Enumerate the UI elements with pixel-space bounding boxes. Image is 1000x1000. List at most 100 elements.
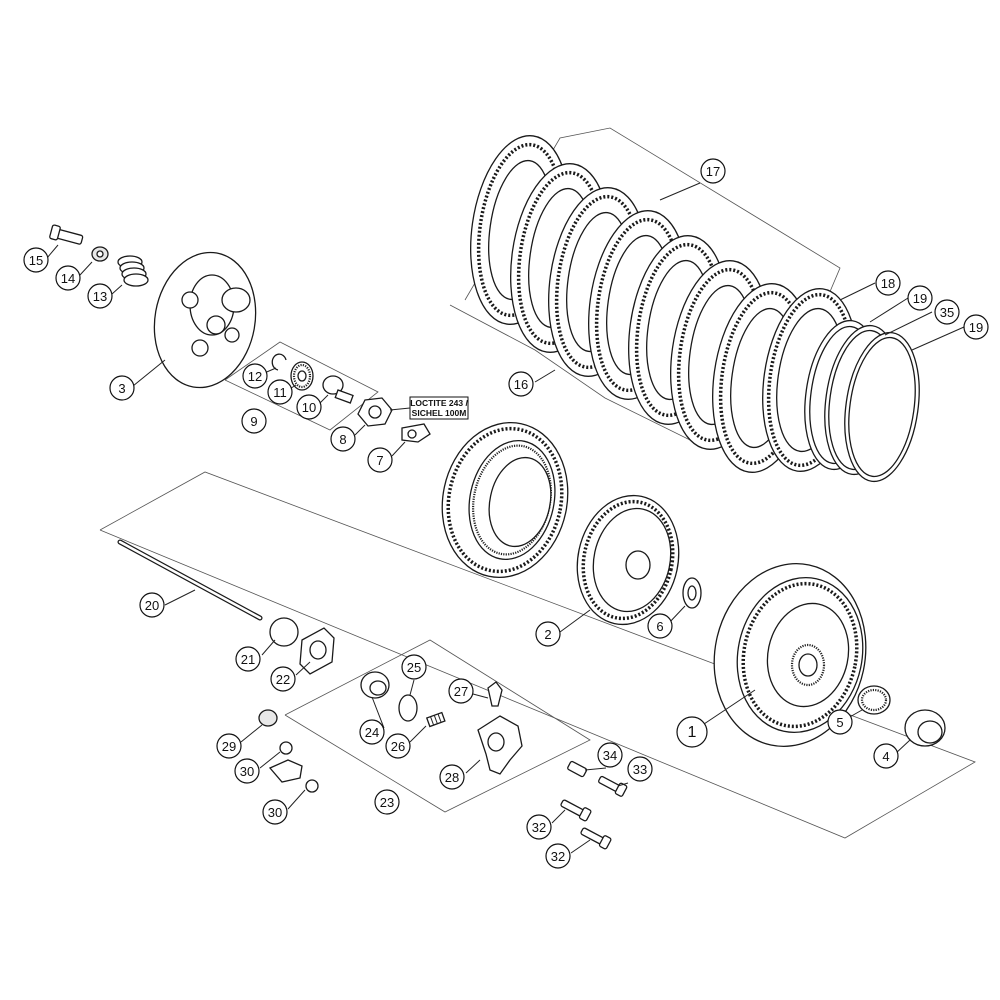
- callout-c13: 13: [87, 283, 113, 309]
- callout-circle: [367, 447, 393, 473]
- callout-c23: 23: [374, 789, 400, 815]
- callout-number: 17: [706, 164, 720, 179]
- callout-circle: [242, 363, 268, 389]
- callout-c12: 12: [242, 363, 268, 389]
- callout-circle: [139, 592, 165, 618]
- callout-c2: 2: [535, 621, 561, 647]
- callout-c4: 4: [873, 743, 899, 769]
- callout-number: 34: [603, 748, 617, 763]
- callout-number: 24: [365, 725, 379, 740]
- callout-circle: [330, 426, 356, 452]
- callout-c27: 27: [448, 678, 474, 704]
- callout-number: 27: [454, 684, 468, 699]
- callout-circle: [535, 621, 561, 647]
- release-bearing-group: [271, 353, 354, 404]
- callout-circle: [374, 789, 400, 815]
- callout-number: 28: [445, 770, 459, 785]
- callout-circle: [234, 758, 260, 784]
- callout-number: 7: [376, 453, 383, 468]
- callout-number: 29: [222, 739, 236, 754]
- callout-circle: [827, 709, 853, 735]
- clutch-basket: [713, 563, 867, 747]
- callout-circle: [385, 733, 411, 759]
- callout-circle: [23, 247, 49, 273]
- callout-number: 35: [940, 305, 954, 320]
- callout-c15: 15: [23, 247, 49, 273]
- callout-circle: [235, 646, 261, 672]
- callout-c9: 9: [241, 408, 267, 434]
- rings: [804, 319, 920, 483]
- callout-c30b: 30: [262, 799, 288, 825]
- callout-number: 5: [836, 715, 843, 730]
- thread-locker-note: LOCTITE 243 / SICHEL 100M: [389, 396, 469, 420]
- needle-bearing-and-bushing: [857, 685, 946, 747]
- callout-number: 21: [241, 652, 255, 667]
- callout-number: 16: [514, 377, 528, 392]
- callout-circle: [241, 408, 267, 434]
- push-rod: [117, 539, 263, 621]
- callout-circle: [216, 733, 242, 759]
- callout-c35: 35: [934, 299, 960, 325]
- callout-number: 33: [633, 762, 647, 777]
- callout-c8: 8: [330, 426, 356, 452]
- callout-c6: 6: [647, 613, 673, 639]
- callout-c25: 25: [401, 654, 427, 680]
- callout-c32b: 32: [545, 843, 571, 869]
- callout-circle: [700, 158, 726, 184]
- callout-c17: 17: [700, 158, 726, 184]
- callout-circle: [934, 299, 960, 325]
- callout-c10: 10: [296, 394, 322, 420]
- callout-number: 25: [407, 660, 421, 675]
- callout-number: 32: [532, 820, 546, 835]
- oring-and-gasket: [269, 617, 335, 675]
- callout-circle: [676, 716, 708, 748]
- callout-number: 8: [339, 432, 346, 447]
- callout-c18: 18: [875, 270, 901, 296]
- callout-number: 1: [688, 724, 697, 741]
- callout-circle: [109, 375, 135, 401]
- callout-c7: 7: [367, 447, 393, 473]
- callout-c1: 1: [676, 716, 708, 748]
- clutch-plates-stack: [470, 135, 858, 473]
- callout-number: 26: [391, 739, 405, 754]
- callout-circle: [262, 799, 288, 825]
- callout-c32a: 32: [526, 814, 552, 840]
- callout-circle: [875, 270, 901, 296]
- pressure-plate: [153, 251, 257, 389]
- callout-circle: [627, 756, 653, 782]
- callout-c28: 28: [439, 764, 465, 790]
- callout-number: 13: [93, 289, 107, 304]
- slave-cylinder-group: [360, 671, 523, 775]
- note-line-2: SICHEL 100M: [412, 408, 467, 418]
- callout-circle: [439, 764, 465, 790]
- callout-c19b: 19: [963, 314, 989, 340]
- callout-c19a: 19: [907, 285, 933, 311]
- callout-number: 4: [882, 749, 889, 764]
- callout-circle: [647, 613, 673, 639]
- callout-circle: [963, 314, 989, 340]
- callout-c29: 29: [216, 733, 242, 759]
- callout-number: 19: [969, 320, 983, 335]
- callout-number: 2: [544, 627, 551, 642]
- banjo-fitting: [258, 709, 319, 793]
- callout-c21: 21: [235, 646, 261, 672]
- callout-number: 18: [881, 276, 895, 291]
- callout-circle: [526, 814, 552, 840]
- callout-c26: 26: [385, 733, 411, 759]
- callout-c3: 3: [109, 375, 135, 401]
- callout-number: 3: [118, 381, 125, 396]
- callout-circle: [545, 843, 571, 869]
- callout-circle: [87, 283, 113, 309]
- callout-circle: [907, 285, 933, 311]
- callout-circle: [401, 654, 427, 680]
- callout-number: 6: [656, 619, 663, 634]
- callout-circle: [267, 379, 293, 405]
- bolt-washer-spring: [49, 224, 149, 287]
- callout-c11: 11: [267, 379, 293, 405]
- callout-circle: [359, 719, 385, 745]
- callout-c22: 22: [270, 666, 296, 692]
- nut-and-lock-washer: [357, 397, 431, 443]
- callout-number: 11: [273, 385, 287, 400]
- callout-number: 30: [240, 764, 254, 779]
